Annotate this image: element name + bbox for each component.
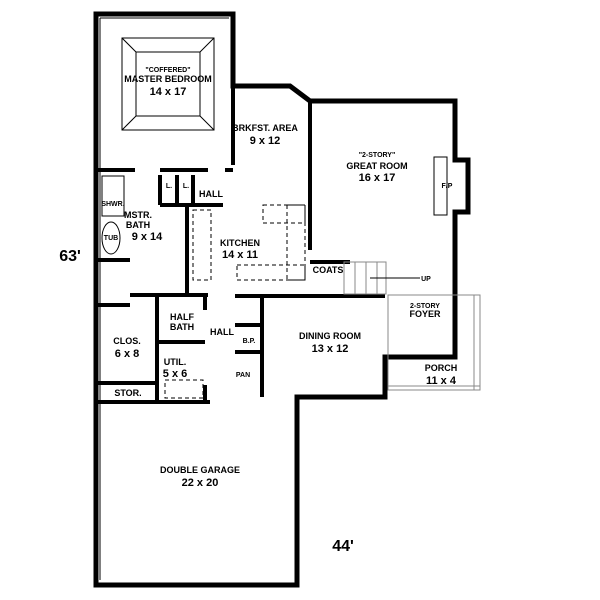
- kitchen-label: KITCHEN: [220, 238, 260, 248]
- master-bath-label-1: MSTR.: [124, 210, 152, 220]
- great-room-note: "2-STORY": [359, 152, 396, 159]
- foyer-note: 2-STORY: [410, 303, 440, 310]
- breakfast-label: BRKFST. AREA: [232, 123, 298, 133]
- porch-label: PORCH: [425, 363, 458, 373]
- master-bedroom-note: "COFFERED": [145, 67, 190, 74]
- linen-2-label: L.: [183, 183, 189, 190]
- master-bedroom-label: MASTER BEDROOM: [124, 74, 212, 84]
- fireplace-label: F/P: [442, 183, 453, 190]
- linen-1-label: L.: [166, 183, 172, 190]
- master-bath-size: 9 x 14: [132, 231, 163, 243]
- great-room-label: GREAT ROOM: [346, 161, 407, 171]
- stairs-up-label: UP: [421, 276, 431, 283]
- shower-label: SHWR.: [101, 201, 124, 208]
- master-bath-label-2: BATH: [126, 220, 150, 230]
- great-room-size: 16 x 17: [359, 172, 396, 184]
- closet-label: CLOS.: [113, 336, 141, 346]
- half-bath-label-2: BATH: [170, 322, 194, 332]
- foyer-label: FOYER: [409, 309, 441, 319]
- half-bath-label-1: HALF: [170, 312, 194, 322]
- kitchen-size: 14 x 11: [222, 249, 258, 261]
- porch-size: 11 x 4: [426, 375, 457, 387]
- garage-size: 22 x 20: [182, 477, 219, 489]
- width-dimension: 44': [332, 538, 354, 555]
- dining-room-size: 13 x 12: [312, 343, 349, 355]
- utility-size: 5 x 6: [163, 368, 187, 380]
- upper-hall-label: HALL: [199, 189, 223, 199]
- exterior-walls: [93, 11, 471, 588]
- master-bedroom-size: 14 x 17: [150, 86, 187, 98]
- storage-label: STOR.: [114, 388, 141, 398]
- closet-size: 6 x 8: [115, 348, 139, 360]
- garage-label: DOUBLE GARAGE: [160, 465, 240, 475]
- coats-label: COATS: [313, 265, 344, 275]
- fixtures: [101, 156, 481, 585]
- bp-label: B.P.: [243, 338, 256, 345]
- dining-room-label: DINING ROOM: [299, 331, 361, 341]
- utility-label: UTIL.: [164, 357, 187, 367]
- interior-walls: [96, 86, 385, 404]
- breakfast-size: 9 x 12: [250, 135, 281, 147]
- lower-hall-label: HALL: [210, 327, 234, 337]
- coffered-ceiling: [121, 37, 215, 131]
- pantry-label: PAN: [236, 372, 250, 379]
- tub-label: TUB: [104, 235, 118, 242]
- depth-dimension: 63': [59, 248, 81, 265]
